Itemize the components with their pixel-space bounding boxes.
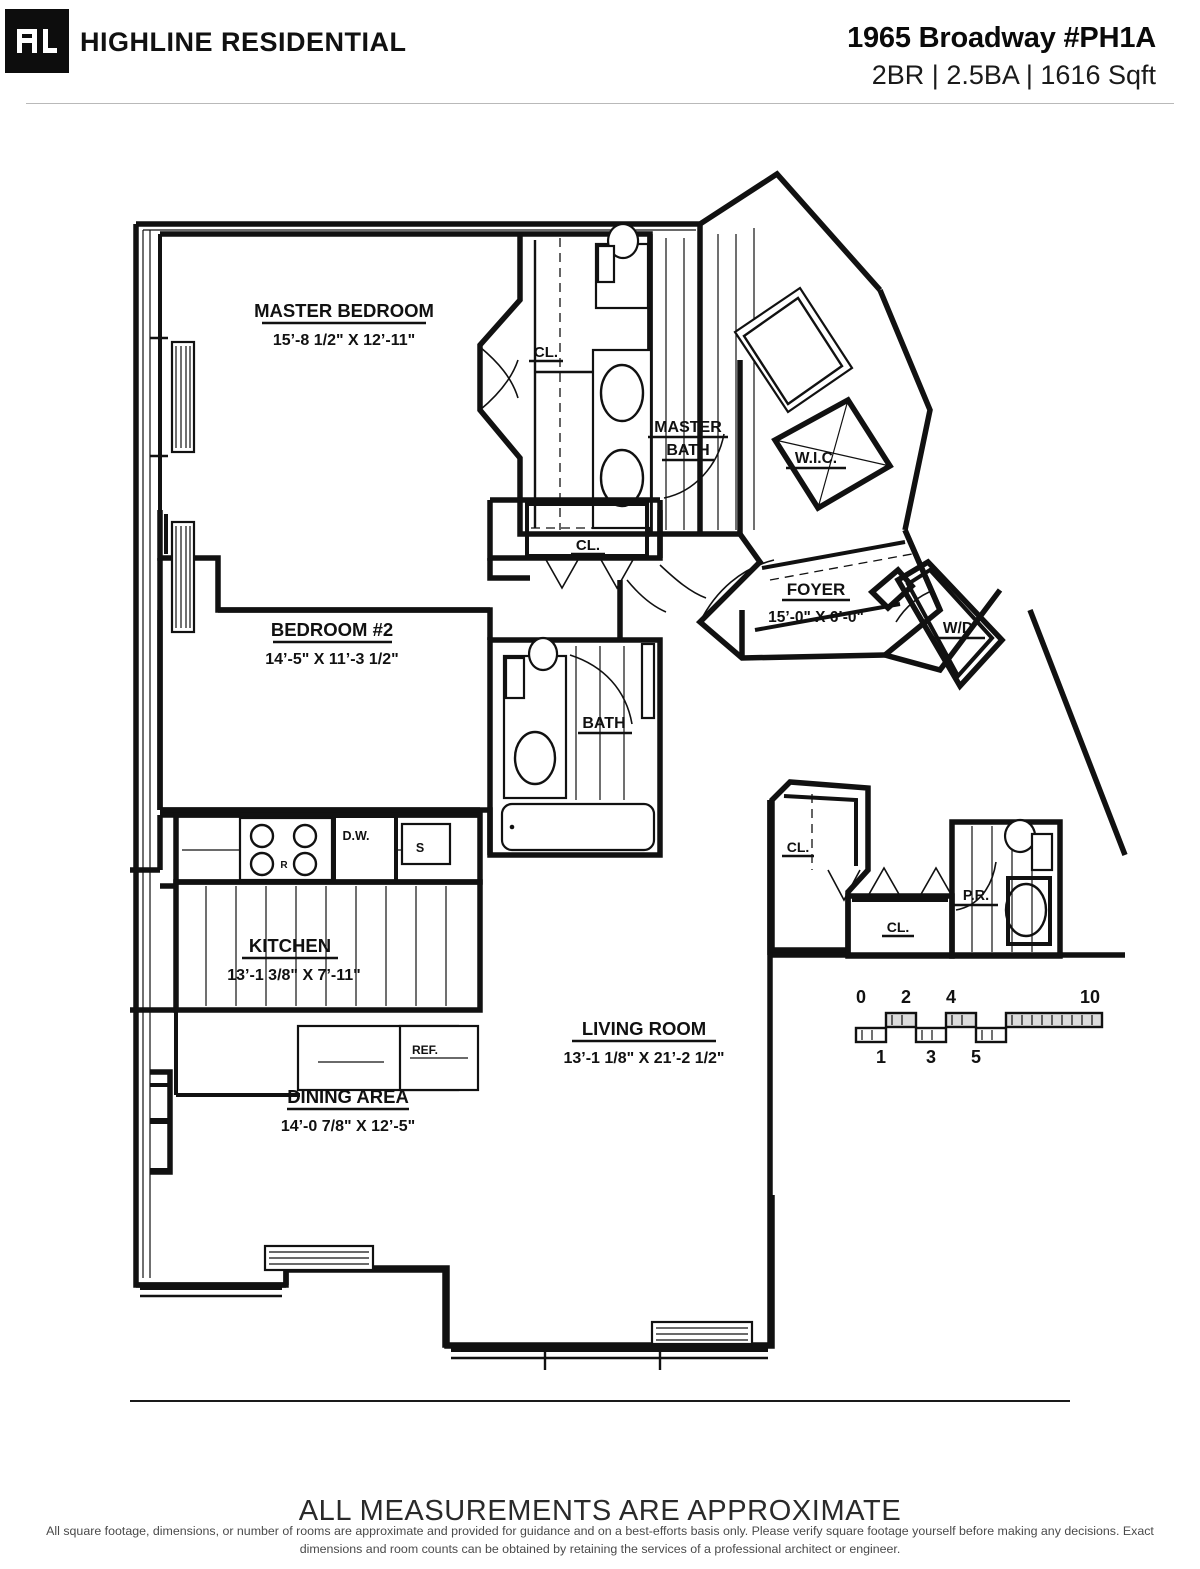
hl-monogram-logo-icon — [5, 9, 69, 73]
room-label-foyer: FOYER — [787, 580, 846, 599]
appliance-label-sink: S — [416, 841, 424, 855]
scale-tick-4: 4 — [946, 987, 956, 1007]
room-label-powder-room: P.R. — [963, 888, 989, 904]
scale-tick-2: 2 — [901, 987, 911, 1007]
room-label-bath: BATH — [582, 715, 625, 732]
floor-plan: .w { fill:none; stroke:#111; stroke-widt… — [0, 110, 1200, 1400]
approximate-measurements-note: ALL MEASUREMENTS ARE APPROXIMATE — [298, 1495, 902, 1527]
footer-divider — [130, 1400, 1070, 1402]
room-dimensions-dining-area: 14’-0 7/8" X 12’-5" — [281, 1118, 415, 1135]
listing-address: 1965 Broadway #PH1A — [847, 22, 1156, 54]
closet-label-foyer-left: CL. — [787, 839, 810, 855]
listing-specs: 2BR | 2.5BA | 1616 Sqft — [871, 60, 1156, 90]
room-label-living-room: LIVING ROOM — [582, 1018, 706, 1039]
floor-plan-drawing: .w { fill:none; stroke:#111; stroke-widt… — [0, 110, 1200, 1400]
scale-tick-0: 0 — [856, 987, 866, 1007]
room-label-master-bath: MASTER — [654, 419, 722, 436]
scale-bar: 0 2 4 10 1 3 5 — [854, 987, 1104, 1067]
room-dimensions-kitchen: 13’-1 3/8" X 7’-11" — [227, 967, 360, 984]
closet-label-master: CL. — [534, 344, 558, 361]
legal-disclaimer: All square footage, dimensions, or numbe… — [46, 1524, 1154, 1556]
room-dimensions-living-room: 13’-1 1/8" X 21’-2 1/2" — [563, 1050, 724, 1067]
scale-tick-3: 3 — [926, 1047, 936, 1067]
appliance-label-dishwasher: D.W. — [342, 829, 369, 843]
page-header: HIGHLINE RESIDENTIAL 1965 Broadway #PH1A… — [0, 0, 1200, 104]
scale-tick-5: 5 — [971, 1047, 981, 1067]
brand-name: HIGHLINE RESIDENTIAL — [80, 27, 407, 57]
room-label-kitchen: KITCHEN — [249, 935, 331, 956]
room-label-dining-area: DINING AREA — [287, 1086, 409, 1107]
closet-label-foyer-right: CL. — [887, 919, 910, 935]
room-label-washer-dryer: W/D — [943, 620, 973, 637]
room-dimensions-foyer: 15’-0" X 6’-0" — [768, 609, 864, 626]
appliance-label-range: R — [280, 860, 288, 871]
room-label-wic: W.I.C. — [795, 450, 837, 467]
room-dimensions-bedroom-2: 14’-5" X 11’-3 1/2" — [265, 651, 398, 668]
room-label-bedroom-2: BEDROOM #2 — [271, 619, 393, 640]
header-divider — [26, 103, 1174, 104]
scale-tick-10: 10 — [1080, 987, 1100, 1007]
room-label-master-bedroom: MASTER BEDROOM — [254, 300, 434, 321]
scale-tick-1: 1 — [876, 1047, 886, 1067]
room-label-master-bath-2: BATH — [666, 442, 709, 459]
appliance-label-refrigerator: REF. — [412, 1043, 438, 1057]
room-dimensions-master-bedroom: 15’-8 1/2" X 12’-11" — [273, 332, 415, 349]
closet-label-hall: CL. — [576, 537, 600, 554]
